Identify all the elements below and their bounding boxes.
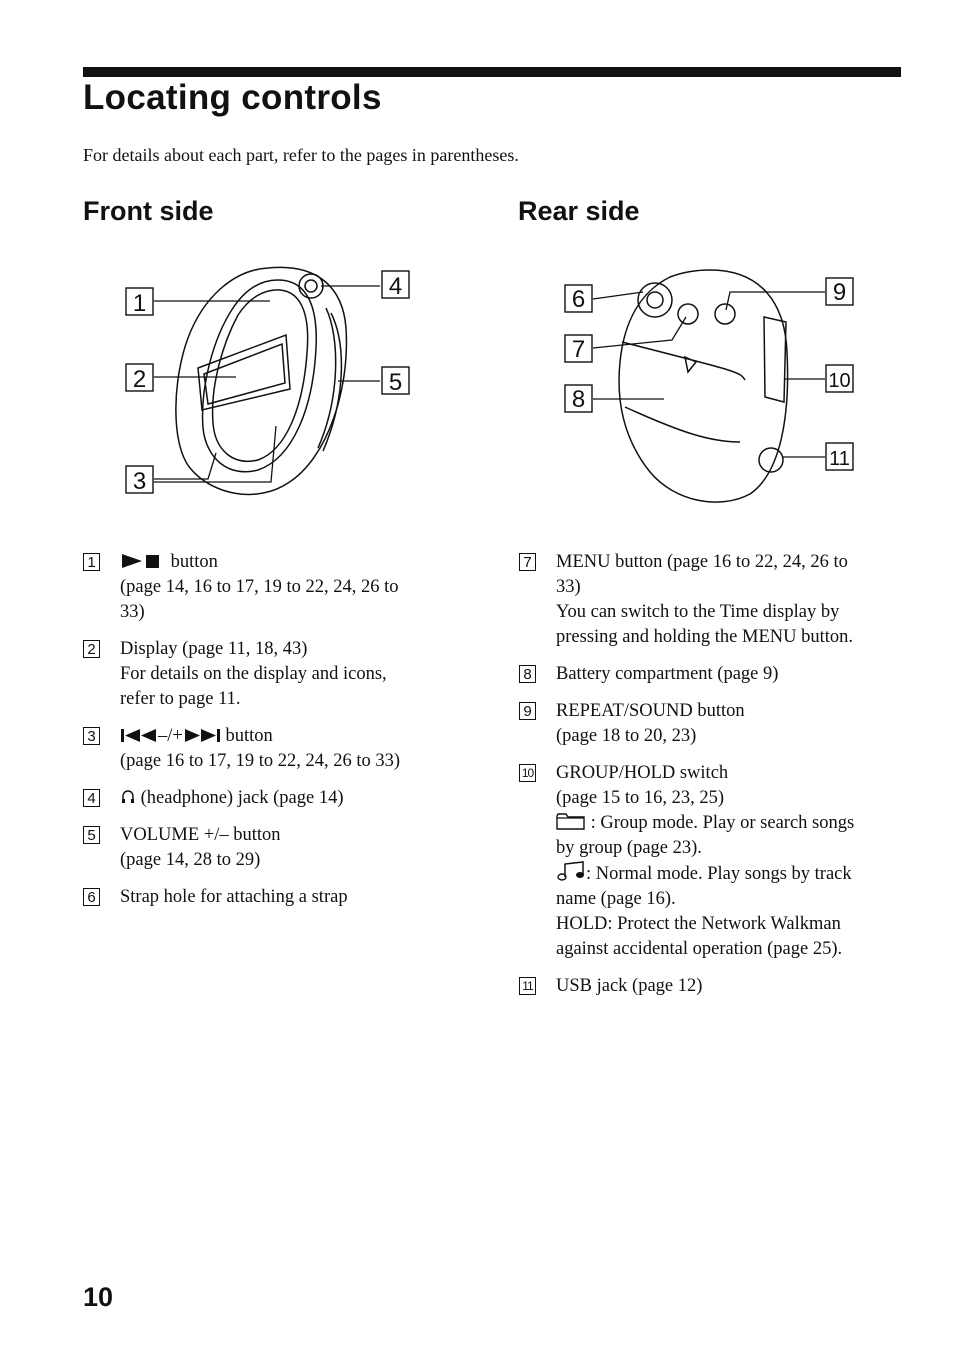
item-7-line-1: MENU button (page 16 to 22, 24, 26 to (556, 552, 848, 572)
headphone-icon (122, 790, 134, 803)
music-note-icon (557, 861, 584, 881)
intro-text: For details about each part, refer to th… (83, 145, 519, 165)
item-number: 11 (519, 977, 536, 995)
item-1-line-2: (page 14, 16 to 17, 19 to 22, 24, 26 to (120, 577, 399, 597)
callout-7: 7 (572, 336, 585, 363)
item-6-line-1: Strap hole for attaching a strap (120, 887, 348, 907)
list-item-8: 8 Battery compartment (page 9) (519, 662, 909, 687)
list-item-7: 7 MENU button (page 16 to 22, 24, 26 to … (519, 550, 909, 650)
menu-button-shape (677, 303, 699, 325)
item-number: 4 (83, 789, 100, 807)
callout-5: 5 (389, 369, 402, 396)
rear-side-heading: Rear side (518, 196, 640, 226)
previous-track-icon (121, 729, 156, 742)
callout-4: 4 (389, 273, 402, 300)
item-number: 10 (519, 764, 536, 782)
item-2-line-2: For details on the display and icons, (120, 664, 387, 684)
next-track-icon (184, 729, 220, 742)
rear-body-outline (618, 269, 789, 503)
rear-controls-list: 7 MENU button (page 16 to 22, 24, 26 to … (519, 550, 909, 1011)
item-number: 5 (83, 826, 100, 844)
item-3-line-1: button (225, 726, 273, 746)
item-10-line-3: : Group mode. Play or search songs (590, 813, 855, 833)
item-5-line-2: (page 14, 28 to 29) (120, 850, 261, 870)
page-title: Locating controls (83, 78, 382, 117)
item-number: 2 (83, 640, 100, 658)
item-1-line-3: 33) (120, 602, 145, 622)
callout-2: 2 (133, 366, 146, 393)
item-8-line-1: Battery compartment (page 9) (556, 664, 779, 684)
callout-8: 8 (572, 386, 585, 413)
item-11-line-1: USB jack (page 12) (556, 976, 703, 996)
item-3-line-2: (page 16 to 17, 19 to 22, 24, 26 to 33) (120, 751, 401, 771)
item-2-line-3: refer to page 11. (120, 689, 241, 709)
list-item-11: 11 USB jack (page 12) (519, 974, 909, 999)
list-item-4: 4 (headphone) jack (page 14) (83, 786, 473, 811)
callout-6: 6 (572, 286, 585, 313)
front-controls-list: 1 button (page 14, 16 to 17, 19 to 22, 2… (83, 550, 473, 922)
page-number: 10 (83, 1282, 114, 1312)
item-1-line-1: button (170, 552, 218, 572)
item-number: 6 (83, 888, 100, 906)
callout-3: 3 (133, 468, 146, 495)
list-item-9: 9 REPEAT/SOUND button (page 18 to 20, 23… (519, 699, 909, 749)
item-2-line-1: Display (page 11, 18, 43) (120, 639, 308, 659)
front-side-illustration: 1 2 3 4 5 (125, 266, 410, 496)
group-hold-switch-shape (763, 316, 787, 403)
front-display (197, 333, 291, 411)
item-7-line-4: pressing and holding the MENU button. (556, 627, 854, 647)
item-10-line-5: : Normal mode. Play songs by track (586, 864, 852, 884)
item-5-line-1: VOLUME +/– button (120, 825, 281, 845)
play-stop-icon (122, 554, 159, 568)
list-item-2: 2 Display (page 11, 18, 43) For details … (83, 637, 473, 712)
usb-jack-shape (758, 447, 784, 473)
repeat-sound-button-shape (714, 303, 736, 325)
item-10-line-4: by group (page 23). (556, 838, 702, 858)
item-4-line-1: (headphone) jack (page 14) (140, 788, 344, 808)
item-number: 3 (83, 727, 100, 745)
folder-icon (556, 813, 585, 830)
front-side-heading: Front side (83, 196, 214, 226)
rear-side-illustration: 6 7 8 9 10 11 (564, 269, 854, 503)
title-rule (83, 67, 901, 77)
item-10-line-8: against accidental operation (page 25). (556, 939, 843, 959)
item-7-line-3: You can switch to the Time display by (556, 602, 840, 622)
item-3-separator: –/+ (158, 726, 183, 746)
item-number: 1 (83, 553, 100, 571)
list-item-6: 6 Strap hole for attaching a strap (83, 885, 473, 910)
item-10-line-2: (page 15 to 16, 23, 25) (556, 788, 725, 808)
front-face-ring (201, 279, 317, 473)
list-item-5: 5 VOLUME +/– button (page 14, 28 to 29) (83, 823, 473, 873)
front-body-outline (175, 266, 348, 496)
item-number: 9 (519, 702, 536, 720)
callout-9: 9 (833, 279, 846, 306)
list-item-10: 10 GROUP/HOLD switch (page 15 to 16, 23,… (519, 761, 909, 962)
item-number: 8 (519, 665, 536, 683)
list-item-1: 1 button (page 14, 16 to 17, 19 to 22, 2… (83, 550, 473, 625)
callout-11: 11 (829, 448, 850, 470)
callout-1: 1 (133, 290, 146, 317)
item-number: 7 (519, 553, 536, 571)
item-7-line-2: 33) (556, 577, 581, 597)
item-9-line-1: REPEAT/SOUND button (556, 701, 745, 721)
callout-10: 10 (828, 370, 850, 392)
item-10-line-1: GROUP/HOLD switch (556, 763, 729, 783)
item-10-line-7: HOLD: Protect the Network Walkman (556, 914, 841, 934)
item-9-line-2: (page 18 to 20, 23) (556, 726, 697, 746)
list-item-3: 3 –/+ button (page 16 to 17, 19 to 22, 2… (83, 724, 473, 774)
item-10-line-6: name (page 16). (556, 889, 676, 909)
